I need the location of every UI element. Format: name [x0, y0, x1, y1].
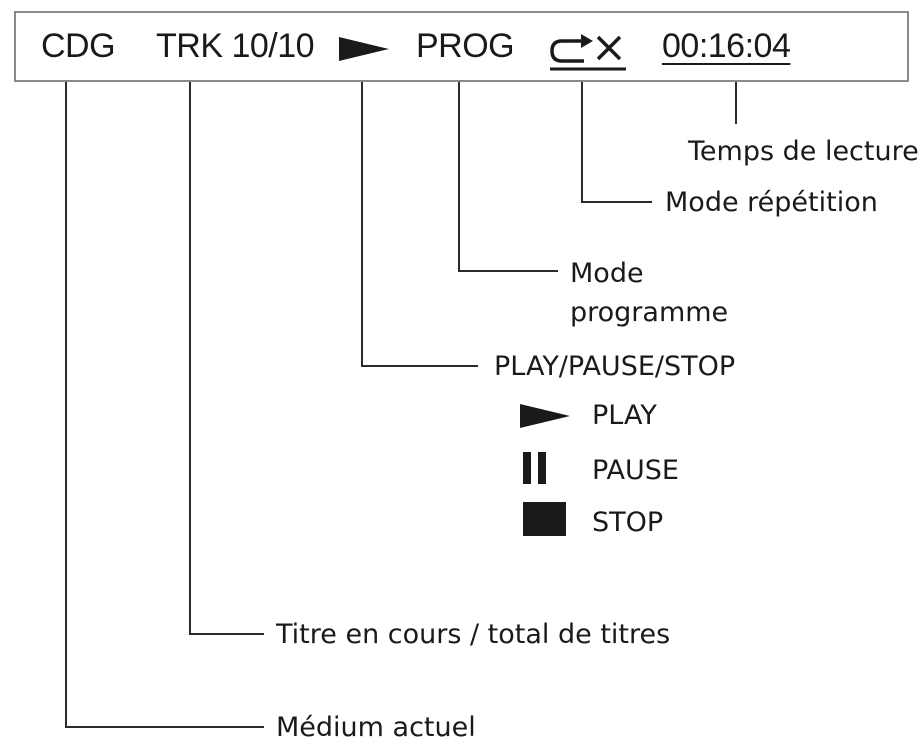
label-program-mode-line1: Mode — [570, 258, 644, 289]
label-current-medium: Médium actuel — [276, 712, 476, 743]
legend-stop-label: STOP — [592, 507, 664, 538]
legend-play-icon — [520, 404, 570, 428]
display-program: PROG — [416, 27, 515, 65]
label-repeat-mode: Mode répétition — [665, 187, 878, 218]
leader-play-state — [361, 82, 478, 367]
leader-program — [458, 82, 558, 272]
legend-stop-icon — [523, 502, 566, 536]
legend-play-label: PLAY — [592, 400, 657, 431]
leader-repeat — [581, 82, 652, 203]
lcd-display-panel: CDG TRK 10/10 PROG 00:16:04 — [14, 11, 909, 82]
legend-pause-icon — [523, 452, 546, 484]
display-track: TRK 10/10 — [156, 27, 315, 65]
label-program-mode-line2: programme — [570, 297, 729, 328]
label-current-track: Titre en cours / total de titres — [276, 619, 671, 650]
leader-medium — [65, 82, 264, 728]
display-time: 00:16:04 — [662, 27, 791, 65]
repeat-off-icon — [550, 34, 626, 71]
label-play-pause-stop: PLAY/PAUSE/STOP — [494, 351, 736, 382]
legend-pause-label: PAUSE — [592, 455, 679, 486]
play-icon — [339, 37, 389, 61]
display-medium: CDG — [41, 27, 116, 65]
label-playing-time: Temps de lecture — [688, 136, 919, 167]
leader-track — [189, 82, 264, 635]
